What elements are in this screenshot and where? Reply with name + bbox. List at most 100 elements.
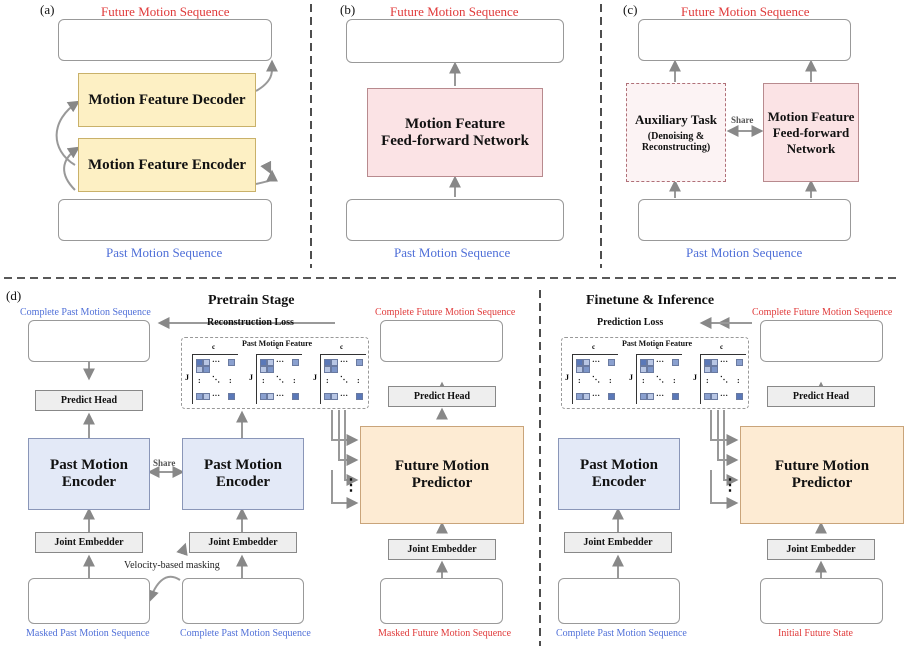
matrix-text: ··· [592, 391, 601, 400]
matrix-text: c [656, 343, 660, 351]
auxiliary-task-box: Auxiliary Task (Denoising & Reconstructi… [626, 83, 726, 182]
share-label-d: Share [153, 458, 176, 468]
feedforward-b-line2: Feed-forward Network [381, 132, 529, 149]
matrix-text: c [340, 343, 344, 351]
matrix-text: : [737, 376, 740, 385]
panel-a-past-sequence [58, 199, 272, 241]
matrix-text: ··· [276, 357, 285, 366]
past-motion-feature-label-pretrain: Past Motion Feature [242, 339, 313, 348]
motion-feature-encoder: Motion Feature Encoder [78, 138, 256, 192]
complete-future-top-sequence [380, 320, 503, 362]
panel-b-past-sequence [346, 199, 564, 241]
panel-d-tag: (d) [6, 288, 22, 303]
finetune-future-top-sequence [760, 320, 883, 362]
predictor-ft-line1: Future Motion [774, 458, 870, 474]
matrix-cell [608, 393, 615, 400]
encoder-ft-line2: Encoder [591, 474, 647, 490]
matrix-text: c [276, 343, 280, 351]
prediction-loss: Prediction Loss [597, 317, 664, 328]
matrix-cell [196, 359, 203, 366]
matrix-text: : [609, 376, 612, 385]
encoder1-line2: Encoder [61, 474, 117, 490]
matrix-cell [672, 359, 679, 366]
past-motion-encoder-1: Past Motion Encoder [28, 438, 150, 510]
masked-future-sequence [380, 578, 503, 624]
panel-a-future-caption: Future Motion Sequence [101, 4, 230, 19]
matrix-cell [203, 393, 210, 400]
panel-a-future-sequence [58, 19, 272, 61]
vertical-dots-finetune: ⋮ [722, 477, 738, 494]
matrix-cell [331, 359, 338, 366]
complete-future-top-caption: Complete Future Motion Sequence [375, 307, 516, 318]
matrix-cell [196, 366, 203, 373]
matrix-text: ··· [720, 357, 729, 366]
vertical-dots-pretrain: ⋮ [343, 477, 359, 494]
matrix-cell [228, 359, 235, 366]
finetune-title: Finetune & Inference [586, 293, 715, 308]
predictor-ft-line2: Predictor [791, 475, 853, 491]
complete-past-top-sequence [28, 320, 150, 362]
matrix-cell [576, 366, 583, 373]
complete-past-top-caption: Complete Past Motion Sequence [20, 307, 151, 318]
matrix-text: ··· [340, 391, 349, 400]
matrix-cell [736, 359, 743, 366]
predict-head-left: Predict Head [35, 390, 143, 411]
matrix-cell [260, 366, 267, 373]
panel-b-tag: (b) [340, 2, 356, 17]
complete-past-bottom-caption: Complete Past Motion Sequence [180, 628, 311, 639]
matrix-text: ⋱ [340, 375, 348, 384]
share-arrow-c [726, 125, 764, 137]
complete-past-bottom-sequence [182, 578, 304, 624]
joint-embedder-ft-1: Joint Embedder [564, 532, 672, 553]
matrix-text: ··· [340, 357, 349, 366]
matrix-cell [267, 359, 274, 366]
matrix-cell [267, 393, 274, 400]
panel-c-tag: (c) [623, 2, 638, 17]
matrix-cell [647, 366, 654, 373]
panel-b-past-caption: Past Motion Sequence [394, 245, 511, 260]
motion-feature-decoder: Motion Feature Decoder [78, 73, 256, 127]
matrix-text: c [720, 343, 724, 351]
matrix-cell [331, 366, 338, 373]
past-motion-encoder-finetune: Past Motion Encoder [558, 438, 680, 510]
panel-b-future-caption: Future Motion Sequence [390, 4, 519, 19]
matrix-cell [228, 393, 235, 400]
matrix-cell [292, 359, 299, 366]
matrix-cell [672, 393, 679, 400]
panel-b-future-sequence [346, 19, 564, 63]
matrix-cell [260, 359, 267, 366]
matrix-cell [640, 366, 647, 373]
matrix-text: J [313, 373, 317, 382]
matrix-text: : [326, 376, 329, 385]
reconstruction-loss: Reconstruction Loss [207, 317, 294, 328]
matrix-cell [583, 366, 590, 373]
encoder1-line1: Past Motion [50, 457, 128, 473]
matrix-cell [608, 359, 615, 366]
matrix-text: : [198, 376, 201, 385]
matrix-cell [583, 393, 590, 400]
predict-head-pretrain: Predict Head [388, 386, 496, 407]
matrix-text: J [565, 373, 569, 382]
matrix-cell [704, 359, 711, 366]
masked-past-sequence [28, 578, 150, 624]
panel-c-past-caption: Past Motion Sequence [686, 245, 803, 260]
matrix-text: J [249, 373, 253, 382]
matrix-text: J [629, 373, 633, 382]
matrix-text: ⋱ [592, 375, 600, 384]
matrix-text: J [185, 373, 189, 382]
matrix-cell [324, 366, 331, 373]
aux-sub2: Reconstructing) [641, 142, 711, 153]
matrix-cell [203, 359, 210, 366]
panel-c-future-sequence [638, 19, 851, 61]
matrix-cell [292, 393, 299, 400]
matrix-cell [331, 393, 338, 400]
encoder-ft-line1: Past Motion [580, 457, 658, 473]
matrix-cell [711, 393, 718, 400]
matrix-cell [704, 366, 711, 373]
aux-sub1: (Denoising & [647, 131, 705, 142]
